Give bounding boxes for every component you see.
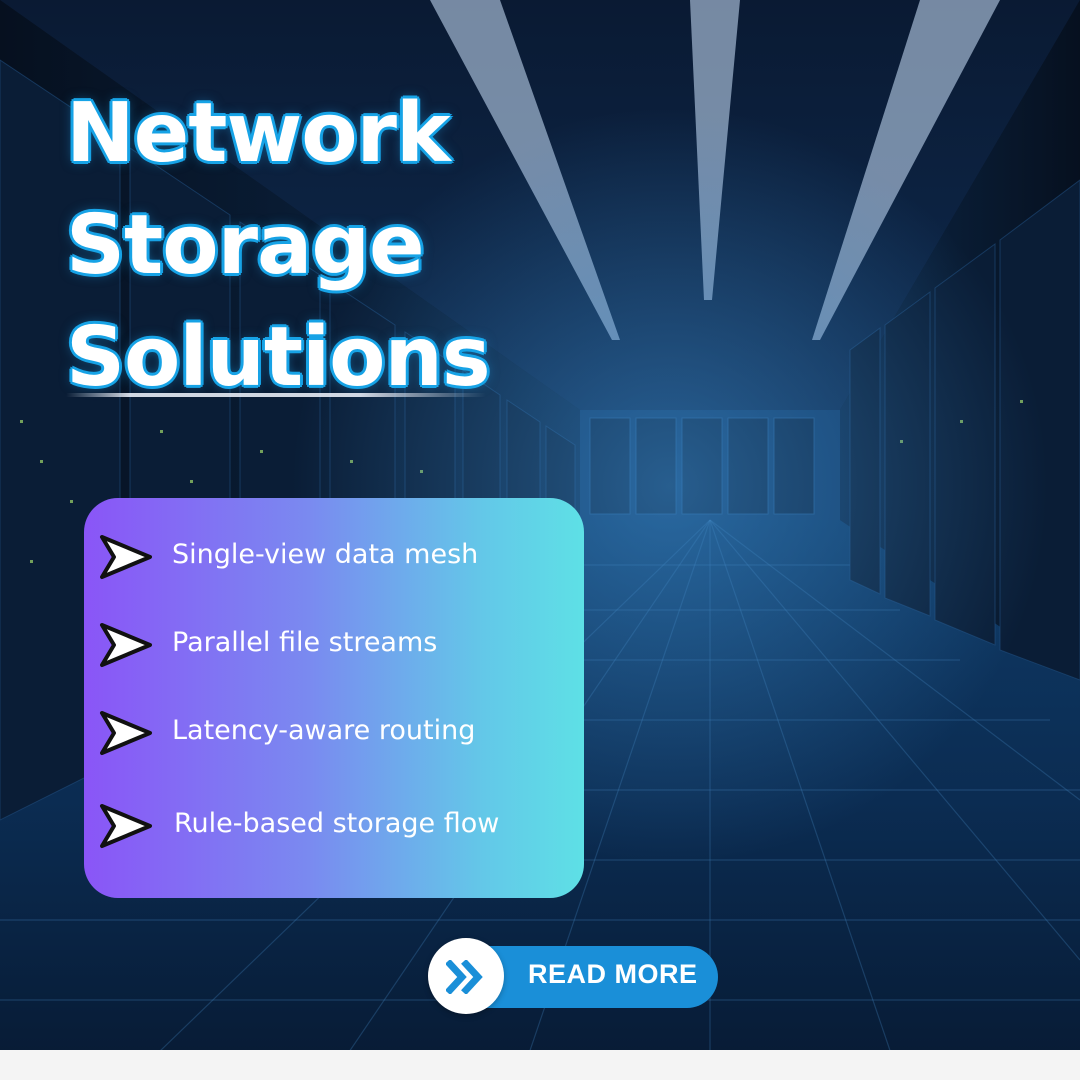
feature-label: Latency-aware routing — [172, 715, 476, 746]
feature-item: Latency-aware routing — [84, 701, 584, 761]
bottom-strip — [0, 1050, 1080, 1080]
title-line-3: Solutions — [66, 310, 491, 405]
page-title: Network Storage Solutions — [66, 78, 586, 414]
title-divider — [66, 393, 486, 397]
feature-label: Rule-based storage flow — [174, 808, 500, 839]
arrow-right-icon — [100, 535, 152, 579]
arrow-right-icon — [100, 711, 152, 755]
read-more-icon-circle[interactable] — [428, 938, 504, 1014]
title-line-2: Storage — [66, 198, 425, 293]
title-line-1: Network — [66, 86, 451, 181]
feature-label: Parallel file streams — [172, 627, 438, 658]
double-chevron-right-icon — [446, 960, 483, 994]
arrow-right-icon — [100, 623, 152, 667]
features-card: Single-view data mesh Parallel file stre… — [84, 498, 584, 898]
feature-label: Single-view data mesh — [172, 539, 479, 570]
feature-item: Single-view data mesh — [84, 525, 584, 585]
feature-item: Parallel file streams — [84, 613, 584, 673]
read-more-button[interactable]: READ MORE — [428, 938, 718, 1016]
read-more-label[interactable]: READ MORE — [528, 959, 698, 989]
feature-item: Rule-based storage flow — [84, 794, 584, 854]
arrow-right-icon — [100, 804, 152, 848]
